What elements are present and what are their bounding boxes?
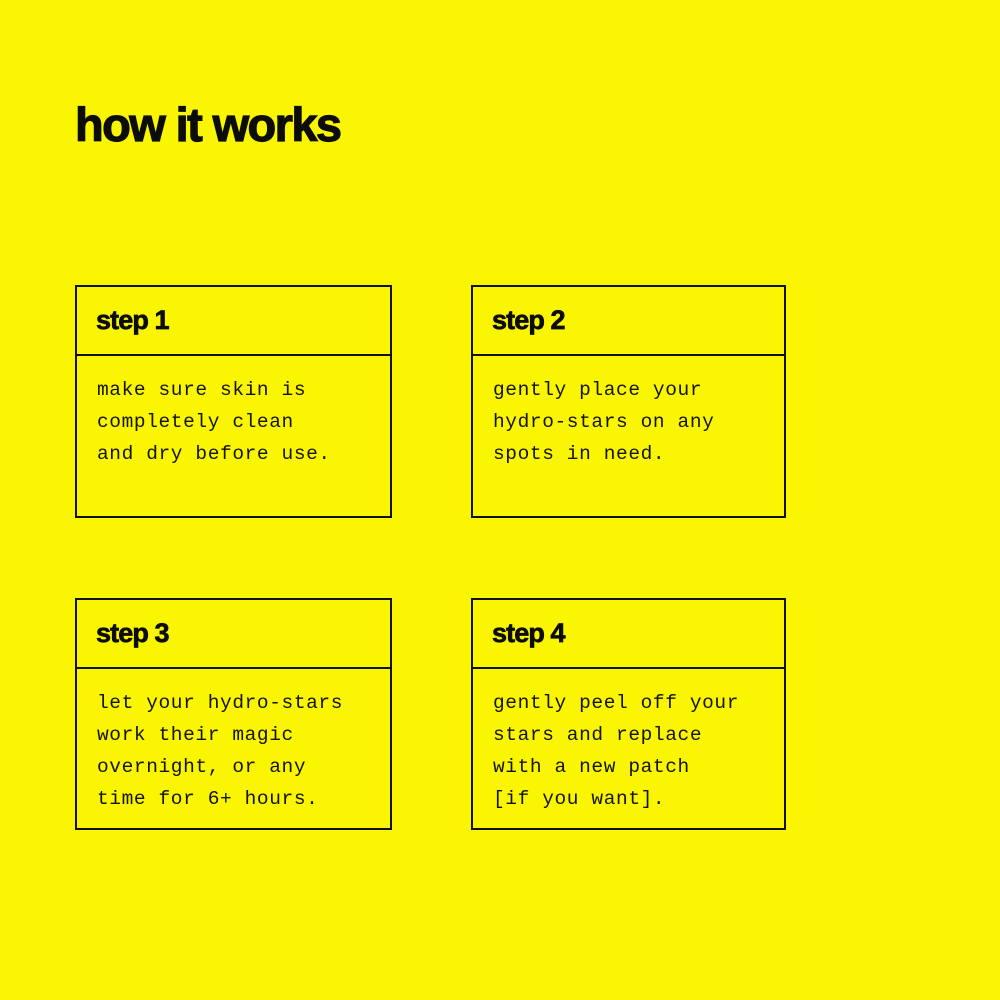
step-card-4: step 4 gently peel off your stars and re…: [471, 598, 786, 830]
step-card-1-header: step 1: [77, 287, 390, 356]
step-card-1-header-label: step 1: [96, 305, 170, 335]
step-card-3: step 3 let your hydro-stars work their m…: [75, 598, 392, 830]
step-card-2-header-label: step 2: [492, 305, 566, 335]
step-card-4-header-label: step 4: [492, 618, 566, 648]
step-card-3-header: step 3: [77, 600, 390, 669]
steps-grid: step 1 make sure skin is completely clea…: [75, 285, 786, 830]
page-title: how it works: [74, 97, 342, 151]
step-card-4-body-text: gently peel off your stars and replace w…: [493, 692, 740, 810]
step-card-2-body-text: gently place your hydro-stars on any spo…: [493, 379, 715, 465]
step-card-1: step 1 make sure skin is completely clea…: [75, 285, 392, 518]
step-card-3-body: let your hydro-stars work their magic ov…: [77, 669, 390, 828]
step-card-4-header: step 4: [473, 600, 784, 669]
step-card-3-body-text: let your hydro-stars work their magic ov…: [97, 692, 344, 810]
step-card-2-header: step 2: [473, 287, 784, 356]
step-card-4-body: gently peel off your stars and replace w…: [473, 669, 784, 828]
step-card-1-body: make sure skin is completely clean and d…: [77, 356, 390, 516]
step-card-2-body: gently place your hydro-stars on any spo…: [473, 356, 784, 516]
step-card-3-header-label: step 3: [96, 618, 170, 648]
step-card-1-body-text: make sure skin is completely clean and d…: [97, 379, 331, 465]
step-card-2: step 2 gently place your hydro-stars on …: [471, 285, 786, 518]
